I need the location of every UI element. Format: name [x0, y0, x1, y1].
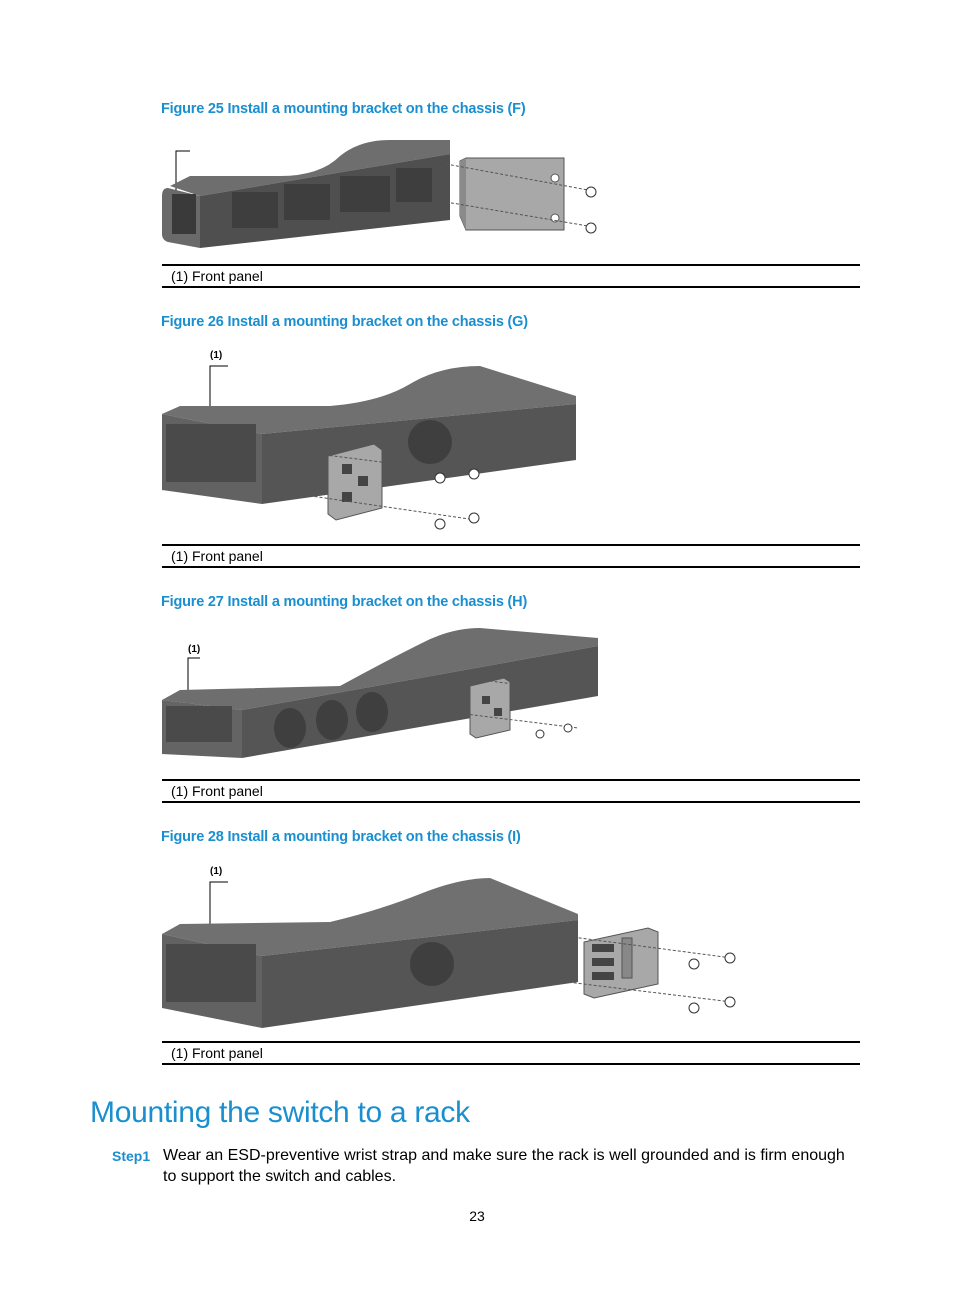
figure-26-illustration: (1): [160, 344, 580, 530]
figure-26-callout: (1): [210, 350, 222, 361]
legend-text: (1) Front panel: [171, 268, 263, 284]
figure-25-legend: (1) Front panel: [162, 264, 860, 288]
figure-27-legend: (1) Front panel: [162, 779, 860, 803]
step-text: Wear an ESD-preventive wrist strap and m…: [163, 1147, 845, 1185]
figure-27-callout: (1): [188, 644, 200, 655]
figure-28-callout: (1): [210, 866, 222, 877]
page-number: 23: [469, 1208, 485, 1224]
figure-27-illustration: (1): [160, 624, 602, 764]
step-label: Step1: [112, 1148, 151, 1164]
figure-25-illustration: [160, 136, 620, 258]
legend-text: (1) Front panel: [171, 548, 263, 564]
figure-28-legend: (1) Front panel: [162, 1041, 860, 1065]
section-title: Mounting the switch to a rack: [90, 1096, 470, 1129]
figure-28-caption: Figure 28 Install a mounting bracket on …: [161, 829, 521, 845]
legend-text: (1) Front panel: [171, 1045, 263, 1061]
figure-28-illustration: (1): [160, 860, 750, 1032]
figure-27-caption: Figure 27 Install a mounting bracket on …: [161, 594, 528, 610]
legend-text: (1) Front panel: [171, 783, 263, 799]
figure-25-caption: Figure 25 Install a mounting bracket on …: [161, 101, 526, 117]
figure-26-legend: (1) Front panel: [162, 544, 860, 568]
figure-26-caption: Figure 26 Install a mounting bracket on …: [161, 314, 528, 330]
